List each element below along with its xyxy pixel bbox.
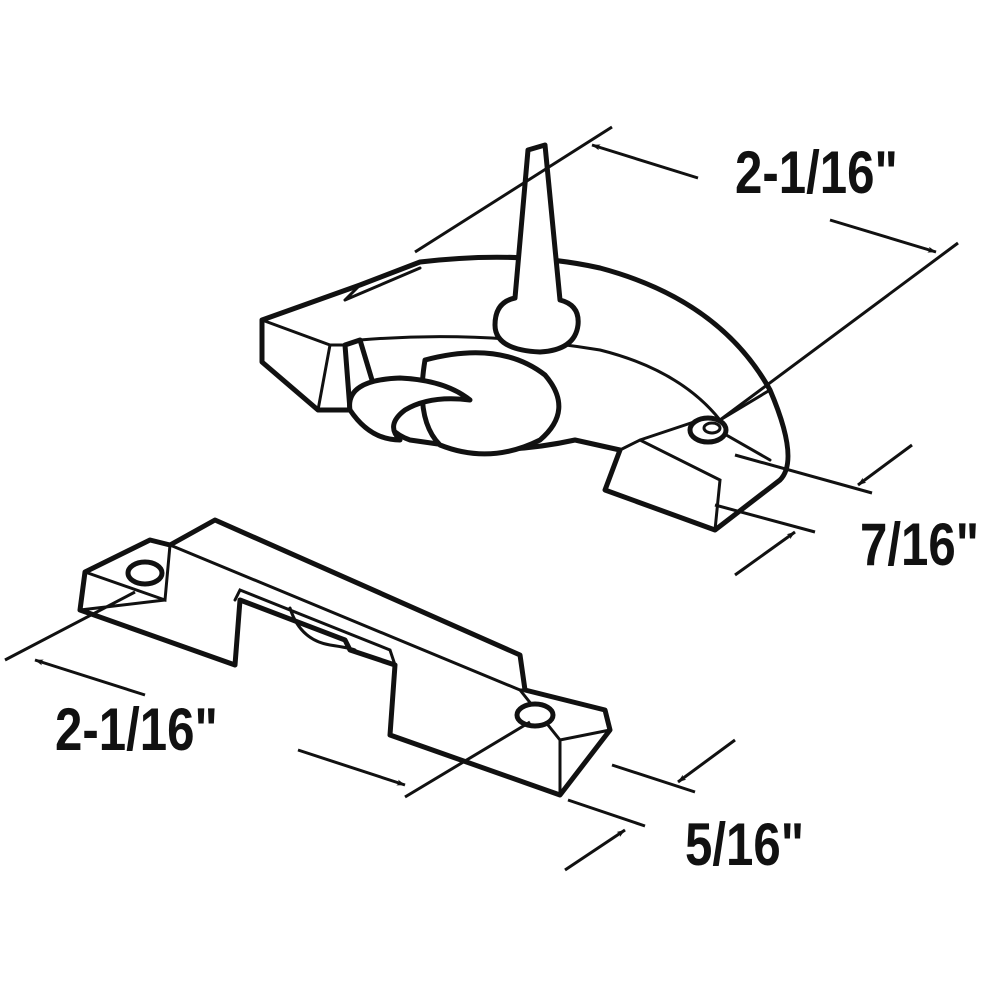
arrow-latch-length-right <box>829 218 937 254</box>
arrow-latch-height-bottom <box>734 530 796 577</box>
arrow-keeper-height-top <box>677 738 736 784</box>
arrow-keeper-height-bottom <box>564 828 626 872</box>
keeper-height-label: 5/16" <box>685 811 805 878</box>
latch-length-label: 2-1/16" <box>735 139 898 206</box>
keeper-length-label: 2-1/16" <box>55 696 218 763</box>
latch-height-label: 7/16" <box>860 511 980 578</box>
keeper-illustration <box>77 517 613 798</box>
arrow-keeper-length-left <box>34 658 146 697</box>
arrow-latch-length-left <box>591 143 699 180</box>
dimension-lines <box>4 125 959 872</box>
arrow-keeper-length-right <box>297 748 406 787</box>
sash-lock-illustration <box>259 142 791 533</box>
arrow-latch-height-top <box>857 443 913 487</box>
